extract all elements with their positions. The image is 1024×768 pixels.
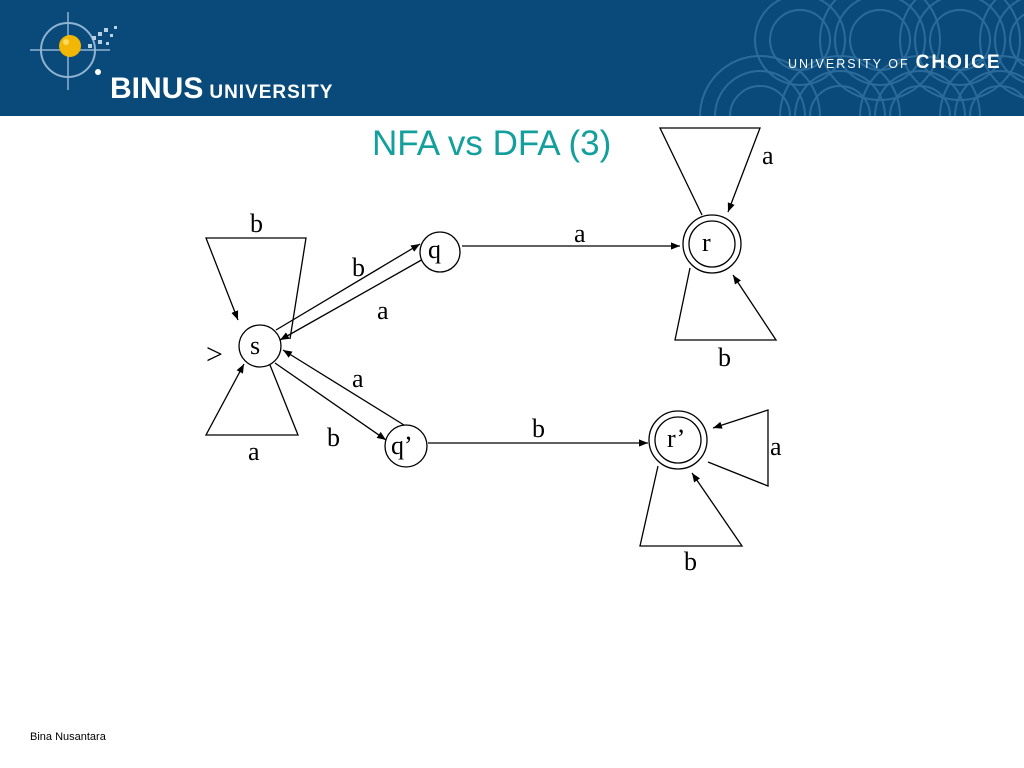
label-q-prime-to-r-prime: b xyxy=(532,414,545,443)
logo-main-text: BINUS xyxy=(110,72,204,105)
state-label-r: r xyxy=(702,228,711,257)
edge-q-to-s xyxy=(279,257,426,341)
state-q-prime xyxy=(384,424,428,468)
label-s-loop-top: b xyxy=(250,209,263,238)
state-label-r-prime: r’ xyxy=(667,424,685,453)
tagline: UNIVERSITY OF CHOICE xyxy=(788,52,1002,74)
loop-r-prime-bottom xyxy=(639,465,744,547)
banner-arc-pattern xyxy=(699,0,1024,116)
loop-s-bottom xyxy=(204,359,299,436)
start-marker: > xyxy=(206,338,223,371)
footer-text: Bina Nusantara xyxy=(30,731,106,743)
label-r-prime-loop-bottom: b xyxy=(684,547,697,576)
edge-s-to-q xyxy=(275,243,421,331)
label-r-loop-top: a xyxy=(762,141,774,170)
label-s-loop-bottom: a xyxy=(248,437,260,466)
label-q-to-s: a xyxy=(377,296,389,325)
state-label-q-prime: q’ xyxy=(391,431,413,460)
state-label-s: s xyxy=(250,331,260,360)
loop-s-top xyxy=(205,237,307,340)
state-s xyxy=(238,324,282,368)
tagline-prefix: UNIVERSITY OF xyxy=(788,57,910,71)
label-q-to-r: a xyxy=(574,219,586,248)
state-r-prime-inner xyxy=(654,416,702,464)
label-s-to-q: b xyxy=(352,253,365,282)
edge-s-to-q-prime xyxy=(274,362,387,441)
state-label-q: q xyxy=(428,235,441,264)
state-r-inner xyxy=(688,220,736,268)
label-r-prime-loop-right: a xyxy=(770,432,782,461)
state-q xyxy=(419,231,461,273)
tagline-highlight: CHOICE xyxy=(915,52,1002,73)
loop-r-top xyxy=(658,127,761,216)
globe-icon xyxy=(30,12,117,90)
label-q-prime-to-s: a xyxy=(352,364,364,393)
label-s-to-q-prime: b xyxy=(327,423,340,452)
slide-title: NFA vs DFA (3) xyxy=(372,124,612,163)
loop-r-bottom xyxy=(674,267,778,341)
label-r-loop-bottom: b xyxy=(718,343,731,372)
edge-q-prime-to-s xyxy=(282,349,413,431)
loop-r-prime-right xyxy=(707,409,769,487)
logo-sub-text: UNIVERSITY xyxy=(209,82,334,103)
